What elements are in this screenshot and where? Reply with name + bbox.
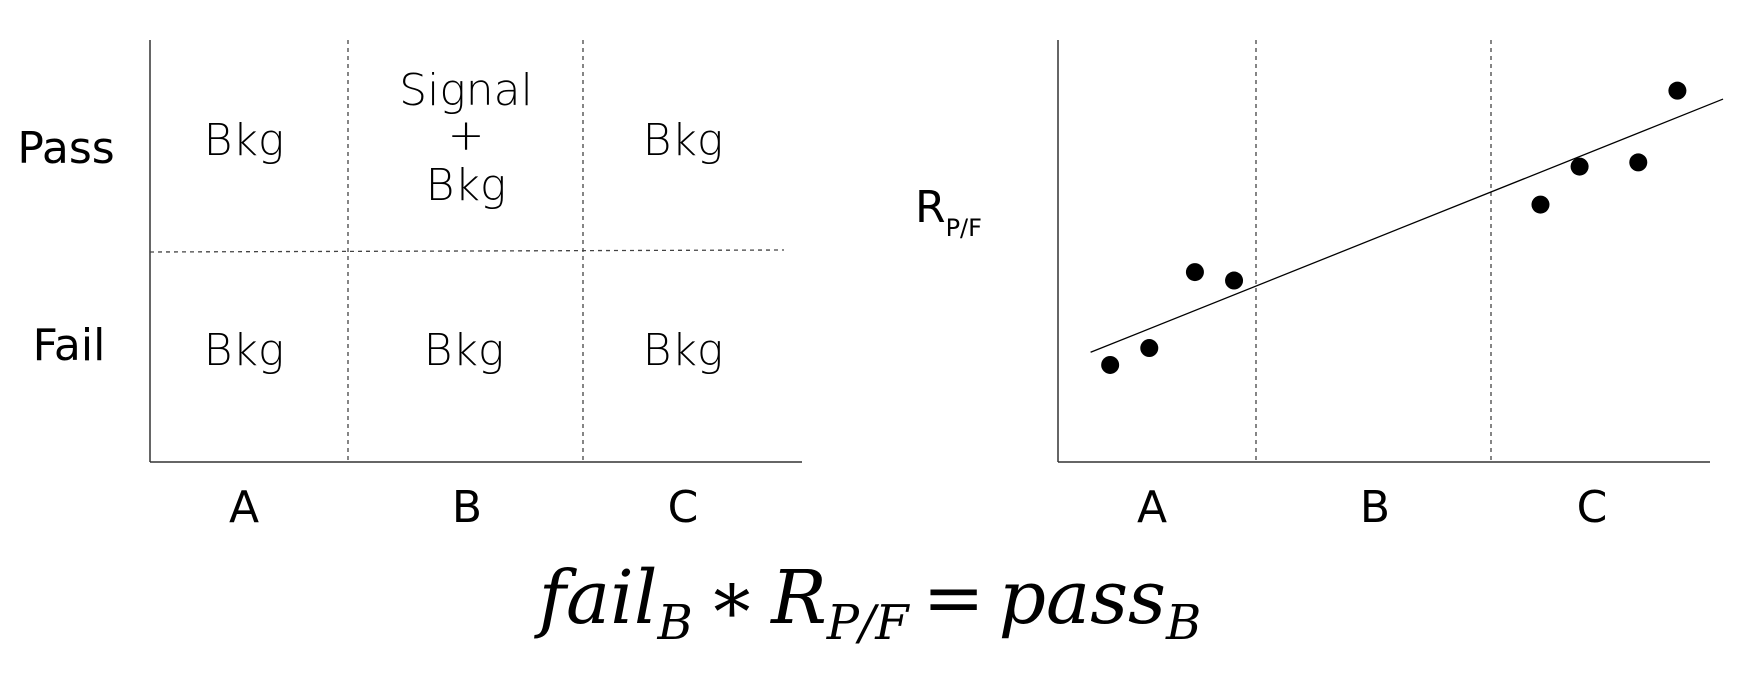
data-point bbox=[1629, 153, 1648, 172]
cell-pass-b-line1: Signal bbox=[399, 65, 533, 116]
cell-fail-b: Bkg bbox=[424, 325, 505, 376]
cell-pass-b-line2: + bbox=[448, 110, 485, 161]
data-point bbox=[1531, 195, 1550, 214]
right-col-label-b: B bbox=[1360, 482, 1390, 533]
data-points bbox=[1101, 81, 1687, 374]
equation-term-fail: failB bbox=[538, 555, 693, 651]
left-divider-pass-fail bbox=[149, 249, 785, 253]
fit-line bbox=[1090, 98, 1724, 353]
left-col-label-b: B bbox=[452, 482, 482, 533]
equation-term-r: RP/F bbox=[771, 555, 909, 651]
data-point bbox=[1101, 355, 1120, 374]
data-point bbox=[1668, 81, 1687, 100]
right-col-label-c: C bbox=[1577, 482, 1608, 533]
cell-fail-a: Bkg bbox=[204, 325, 285, 376]
left-col-label-a: A bbox=[229, 482, 259, 533]
data-point bbox=[1570, 157, 1589, 176]
right-panel: RP/F A B C bbox=[915, 40, 1724, 533]
y-axis-label-main: R bbox=[915, 182, 946, 233]
equation: failB∗RP/F=passB bbox=[0, 548, 1740, 651]
row-label-fail: Fail bbox=[33, 320, 106, 371]
cell-fail-c: Bkg bbox=[643, 325, 724, 376]
data-point bbox=[1140, 339, 1159, 358]
data-point bbox=[1185, 263, 1204, 282]
left-col-label-c: C bbox=[668, 482, 699, 533]
y-axis-label-subscript: P/F bbox=[946, 214, 982, 242]
left-panel: Pass Fail Bkg Signal + Bkg Bkg Bkg Bkg B… bbox=[17, 40, 802, 533]
equation-operator-multiply: ∗ bbox=[706, 555, 758, 641]
y-axis-label-r-pf: RP/F bbox=[915, 182, 982, 242]
right-col-label-a: A bbox=[1137, 482, 1167, 533]
cell-pass-c: Bkg bbox=[643, 115, 724, 166]
row-label-pass: Pass bbox=[17, 123, 114, 174]
equation-term-pass: passB bbox=[998, 555, 1202, 651]
cell-pass-a: Bkg bbox=[204, 115, 285, 166]
equation-operator-equals: = bbox=[922, 555, 985, 641]
diagram-canvas: Pass Fail Bkg Signal + Bkg Bkg Bkg Bkg B… bbox=[17, 40, 1724, 533]
data-point bbox=[1225, 271, 1244, 290]
cell-pass-b-line3: Bkg bbox=[426, 160, 507, 211]
